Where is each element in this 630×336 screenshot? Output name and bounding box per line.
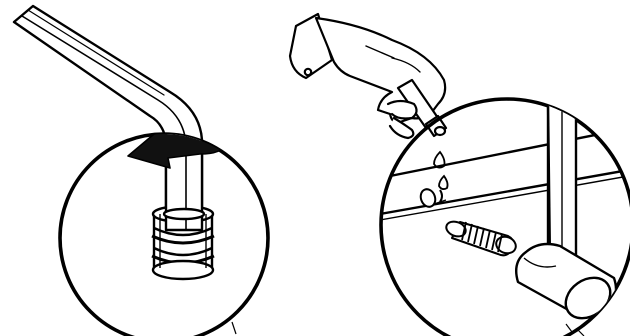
left-panel: [14, 6, 268, 336]
wooden-dowel-icon: [444, 219, 518, 256]
right-panel: [290, 14, 630, 336]
glue-bottle-icon: [290, 14, 446, 138]
glue-drops: [434, 152, 448, 189]
left-pointer-tick: [232, 322, 236, 334]
mallet-icon: [516, 100, 618, 327]
board-edges: [380, 126, 630, 220]
